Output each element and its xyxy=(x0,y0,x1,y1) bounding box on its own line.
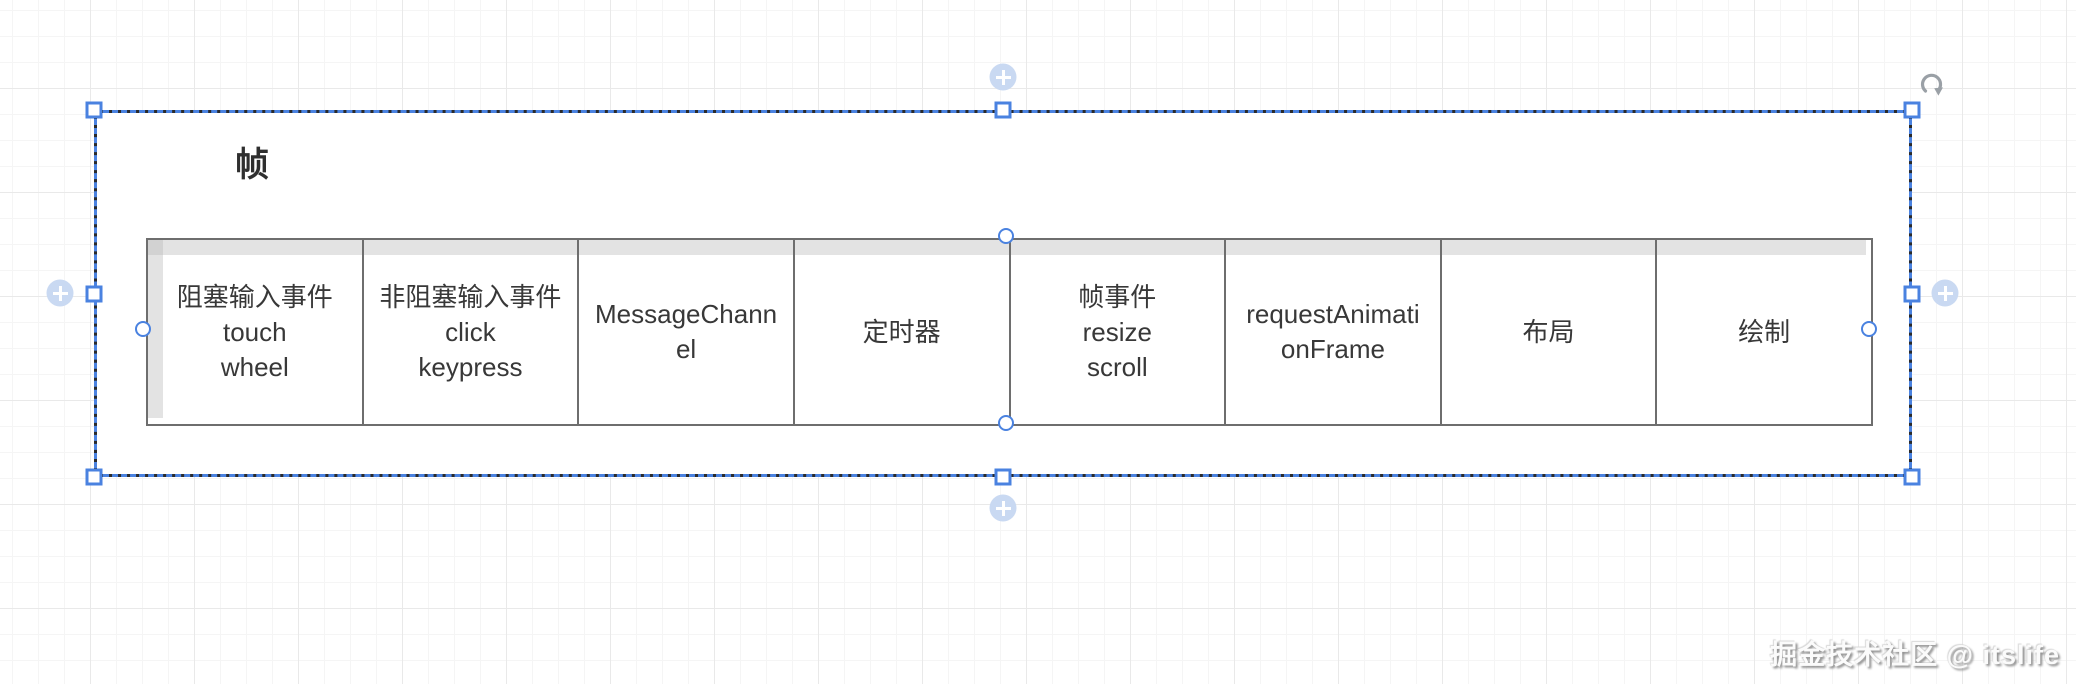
add-shape-left-button[interactable] xyxy=(46,279,74,307)
connection-point-top[interactable] xyxy=(998,228,1014,244)
cell-text: 定时器 xyxy=(862,316,941,347)
resize-handle-w[interactable] xyxy=(85,285,103,303)
table-cell-messagechannel[interactable]: MessageChannel xyxy=(577,240,793,424)
cell-text: MessageChannel xyxy=(595,299,778,364)
add-shape-right-button[interactable] xyxy=(1931,279,1959,307)
connection-point-right[interactable] xyxy=(1861,321,1877,337)
cell-text: 非阻塞输入事件 xyxy=(379,281,562,312)
table-cell-blocking-input[interactable]: 阻塞输入事件 touch wheel xyxy=(148,240,362,424)
cell-text: requestAnimationFrame xyxy=(1246,299,1420,364)
table-row-strip xyxy=(148,240,163,418)
cell-text: wheel xyxy=(220,351,289,382)
cell-text: click xyxy=(445,316,496,347)
cell-text: 阻塞输入事件 xyxy=(176,281,333,312)
cell-text: resize xyxy=(1082,316,1152,347)
frame-table[interactable]: 阻塞输入事件 touch wheel 非阻塞输入事件 click keypres… xyxy=(146,238,1873,426)
rotate-icon xyxy=(1920,73,1943,96)
cell-text: 布局 xyxy=(1522,316,1575,347)
cell-text: 绘制 xyxy=(1738,316,1791,347)
cell-text: touch xyxy=(223,316,287,347)
table-cell-paint[interactable]: 绘制 xyxy=(1655,240,1871,424)
table-corner-strip xyxy=(148,240,163,255)
add-shape-top-button[interactable] xyxy=(989,63,1017,91)
table-cell-frame-events[interactable]: 帧事件 resize scroll xyxy=(1008,240,1225,424)
resize-handle-se[interactable] xyxy=(1903,468,1921,486)
rotate-handle[interactable] xyxy=(1917,70,1949,102)
add-shape-bottom-button[interactable] xyxy=(989,494,1017,522)
cell-text: keypress xyxy=(418,351,523,382)
frame-title: 帧 xyxy=(235,146,269,184)
resize-handle-sw[interactable] xyxy=(85,468,103,486)
table-cell-layout[interactable]: 布局 xyxy=(1439,240,1656,424)
table-cell-timer[interactable]: 定时器 xyxy=(792,240,1009,424)
table-row: 阻塞输入事件 touch wheel 非阻塞输入事件 click keypres… xyxy=(148,240,1871,424)
cell-text: 帧事件 xyxy=(1078,281,1157,312)
resize-handle-nw[interactable] xyxy=(85,101,103,119)
table-cell-nonblocking-input[interactable]: 非阻塞输入事件 click keypress xyxy=(361,240,578,424)
connection-point-bottom[interactable] xyxy=(998,415,1014,431)
resize-handle-n[interactable] xyxy=(994,101,1012,119)
watermark: 掘金技术社区 @ itslife xyxy=(1770,640,2060,670)
resize-handle-s[interactable] xyxy=(994,468,1012,486)
connection-point-left[interactable] xyxy=(135,321,151,337)
cell-text: scroll xyxy=(1086,351,1148,382)
resize-handle-e[interactable] xyxy=(1903,285,1921,303)
table-cell-raf[interactable]: requestAnimationFrame xyxy=(1224,240,1440,424)
resize-handle-ne[interactable] xyxy=(1903,101,1921,119)
